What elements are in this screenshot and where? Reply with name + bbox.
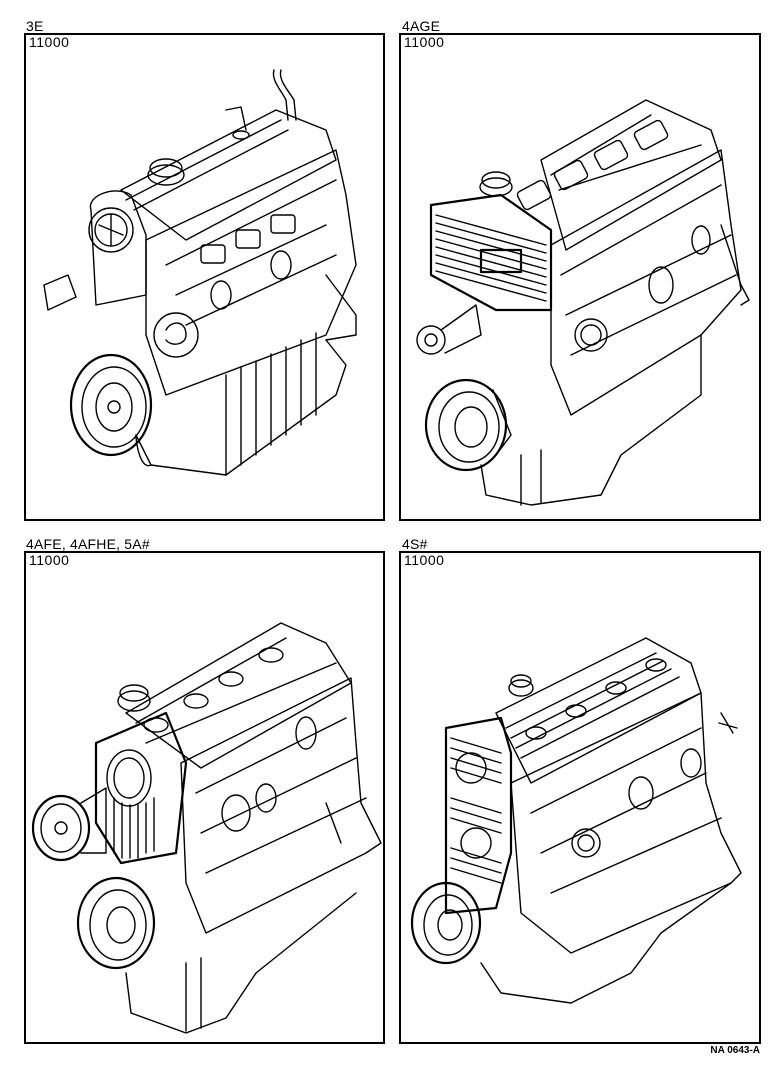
engine-label-4age: 4AGE — [402, 18, 441, 34]
engine-label-4s: 4S# — [402, 536, 428, 552]
part-number: 11000 — [29, 552, 70, 568]
part-number: 11000 — [404, 34, 445, 50]
diagram-panel-4afe[interactable]: 11000 — [24, 551, 385, 1044]
engine-illustration-4afe — [26, 553, 383, 1042]
engine-illustration-3e — [26, 35, 383, 519]
engine-illustration-4age — [401, 35, 759, 519]
diagram-panel-4age[interactable]: 11000 — [399, 33, 761, 521]
reference-code: NA 0643-A — [710, 1045, 760, 1056]
diagram-panel-4s[interactable]: 11000 — [399, 551, 761, 1044]
engine-label-3e: 3E — [26, 18, 44, 34]
part-number: 11000 — [29, 34, 70, 50]
diagram-panel-3e[interactable]: 11000 — [24, 33, 385, 521]
engine-label-4afe: 4AFE, 4AFHE, 5A# — [26, 536, 150, 552]
part-number: 11000 — [404, 552, 445, 568]
engine-illustration-4s — [401, 553, 759, 1042]
